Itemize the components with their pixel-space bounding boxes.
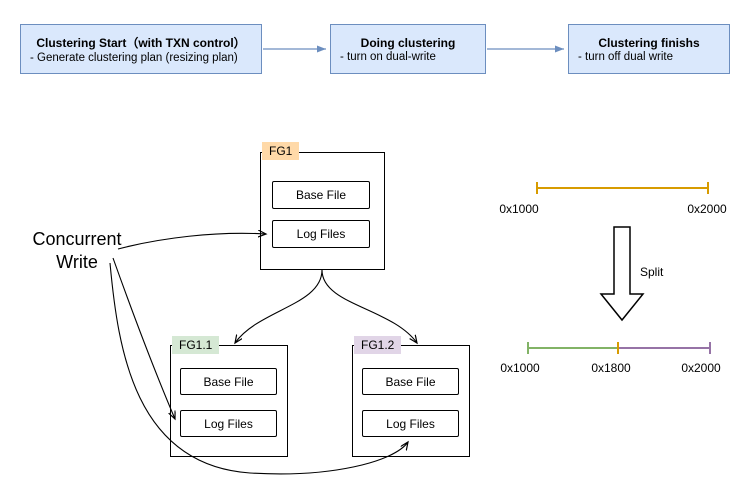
flow-step-subtitle: - turn on dual-write <box>340 50 436 63</box>
split-label: Split <box>640 265 664 279</box>
filegroup-fg1 <box>260 152 385 270</box>
arrow-concurrent-to-fg1-logs <box>117 233 266 250</box>
range-after-start-label: 0x1000 <box>500 361 540 375</box>
range-after-mid-label: 0x1800 <box>591 361 631 375</box>
fg1-2-base-file: Base File <box>362 368 459 395</box>
filegroup-fg1-1 <box>170 345 288 457</box>
arrow-fg1-to-fg1-1 <box>235 269 323 343</box>
fg1-2-tag: FG1.2 <box>354 336 402 354</box>
flow-step-doing-clustering: Doing clustering - turn on dual-write <box>330 24 486 74</box>
fg1-1-base-file: Base File <box>180 368 277 395</box>
range-after-end-label: 0x2000 <box>681 361 721 375</box>
flow-step-subtitle: - Generate clustering plan (resizing pla… <box>30 52 238 64</box>
flow-step-subtitle: - turn off dual write <box>578 50 674 63</box>
fg1-tag: FG1 <box>262 142 300 160</box>
flow-step-clustering-finish: Clustering finishs - turn off dual write <box>568 24 730 74</box>
filegroup-fg1-2 <box>352 345 470 457</box>
fg1-base-file: Base File <box>272 181 370 209</box>
fg1-1-log-files: Log Files <box>180 410 277 437</box>
arrow-fg1-to-fg1-2 <box>321 269 417 343</box>
fg1-1-tag: FG1.1 <box>172 336 220 354</box>
fg1-log-files: Log Files <box>272 220 370 248</box>
flow-step-clustering-start: Clustering Start（with TXN control） - Gen… <box>20 24 262 74</box>
flow-step-title: Doing clustering <box>360 35 456 50</box>
range-before-end-label: 0x2000 <box>687 202 727 216</box>
arrow-concurrent-to-fg1-1-logs <box>112 257 175 419</box>
flow-step-title: Clustering Start（with TXN control） <box>36 36 246 50</box>
fg1-2-log-files: Log Files <box>362 410 459 437</box>
concurrent-write-line2: Write <box>56 251 98 272</box>
range-before-start-label: 0x1000 <box>499 202 539 216</box>
concurrent-write-label: Concurrent Write <box>22 228 132 273</box>
flow-step-title: Clustering finishs <box>598 35 700 50</box>
split-block-arrow <box>599 226 645 322</box>
concurrent-write-line1: Concurrent <box>32 229 122 249</box>
